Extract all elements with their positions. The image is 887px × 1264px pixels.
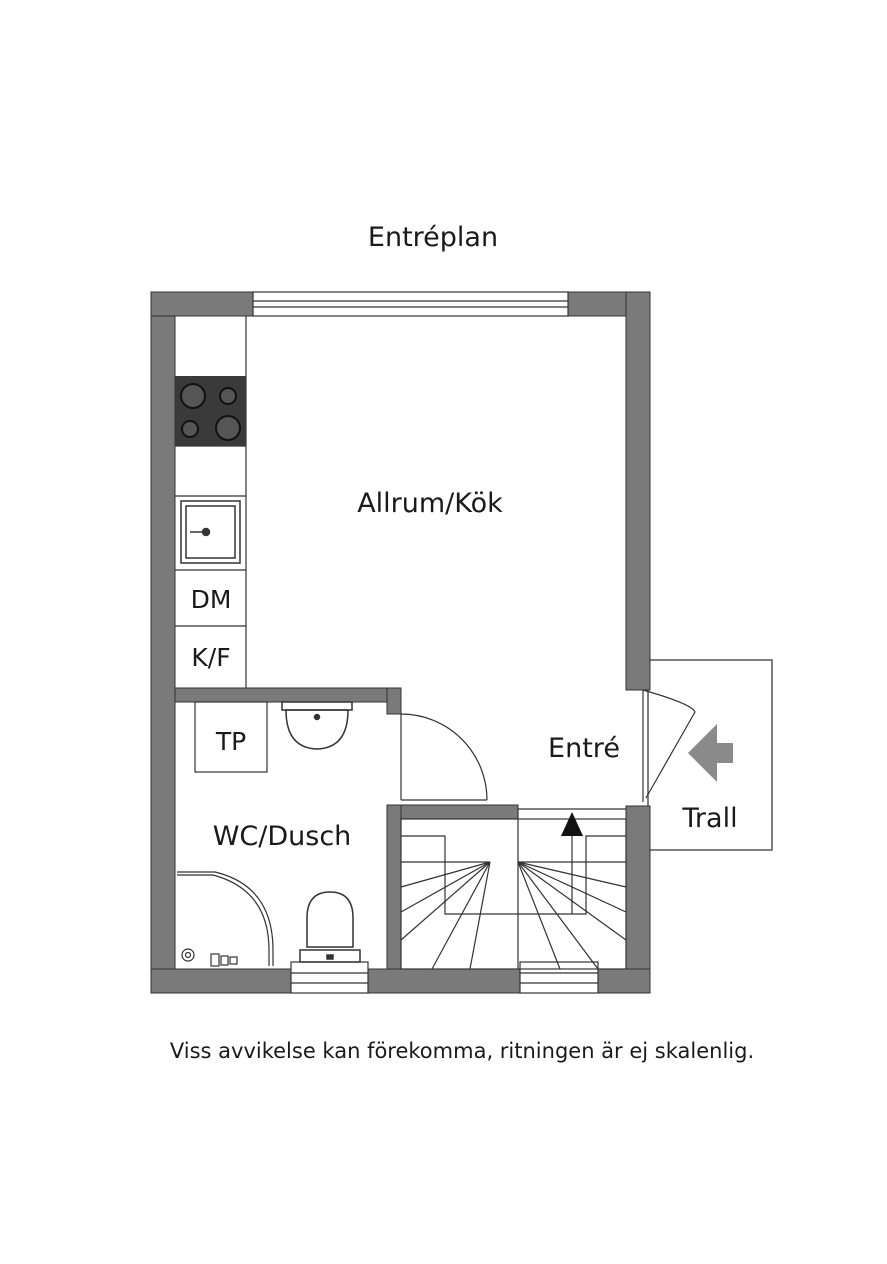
- room-label-living-kitchen: Allrum/Kök: [357, 488, 503, 519]
- plan-title: Entréplan: [368, 222, 498, 253]
- washbasin-icon: [281, 701, 353, 750]
- room-label-deck: Trall: [681, 803, 737, 834]
- bathroom-door: [400, 713, 488, 801]
- entrance-door: [642, 689, 696, 802]
- staircase: [400, 808, 627, 970]
- disclaimer-note: Viss avvikelse kan förekomma, ritningen …: [170, 1039, 754, 1063]
- fridge-freezer-label: K/F: [191, 643, 230, 672]
- washer-box: [194, 701, 268, 773]
- dishwasher-label: DM: [191, 585, 232, 614]
- stairs-up-arrow-icon: [561, 812, 583, 836]
- washer-label: TP: [215, 727, 246, 756]
- room-label-entrance: Entré: [548, 733, 620, 764]
- hob-icon: [175, 376, 246, 446]
- deck-outline: [647, 659, 773, 851]
- sink-icon: [180, 500, 241, 564]
- window-top: [252, 291, 569, 317]
- shower-icon: [177, 871, 274, 967]
- exterior-walls: [150, 291, 651, 994]
- window-bottom-left: [290, 961, 369, 994]
- kitchen-counter: [175, 316, 247, 688]
- entrance-arrow-icon: [688, 724, 733, 782]
- room-label-bathroom: WC/Dusch: [213, 821, 352, 852]
- window-bottom-right: [519, 961, 599, 994]
- toilet-icon: [299, 891, 361, 963]
